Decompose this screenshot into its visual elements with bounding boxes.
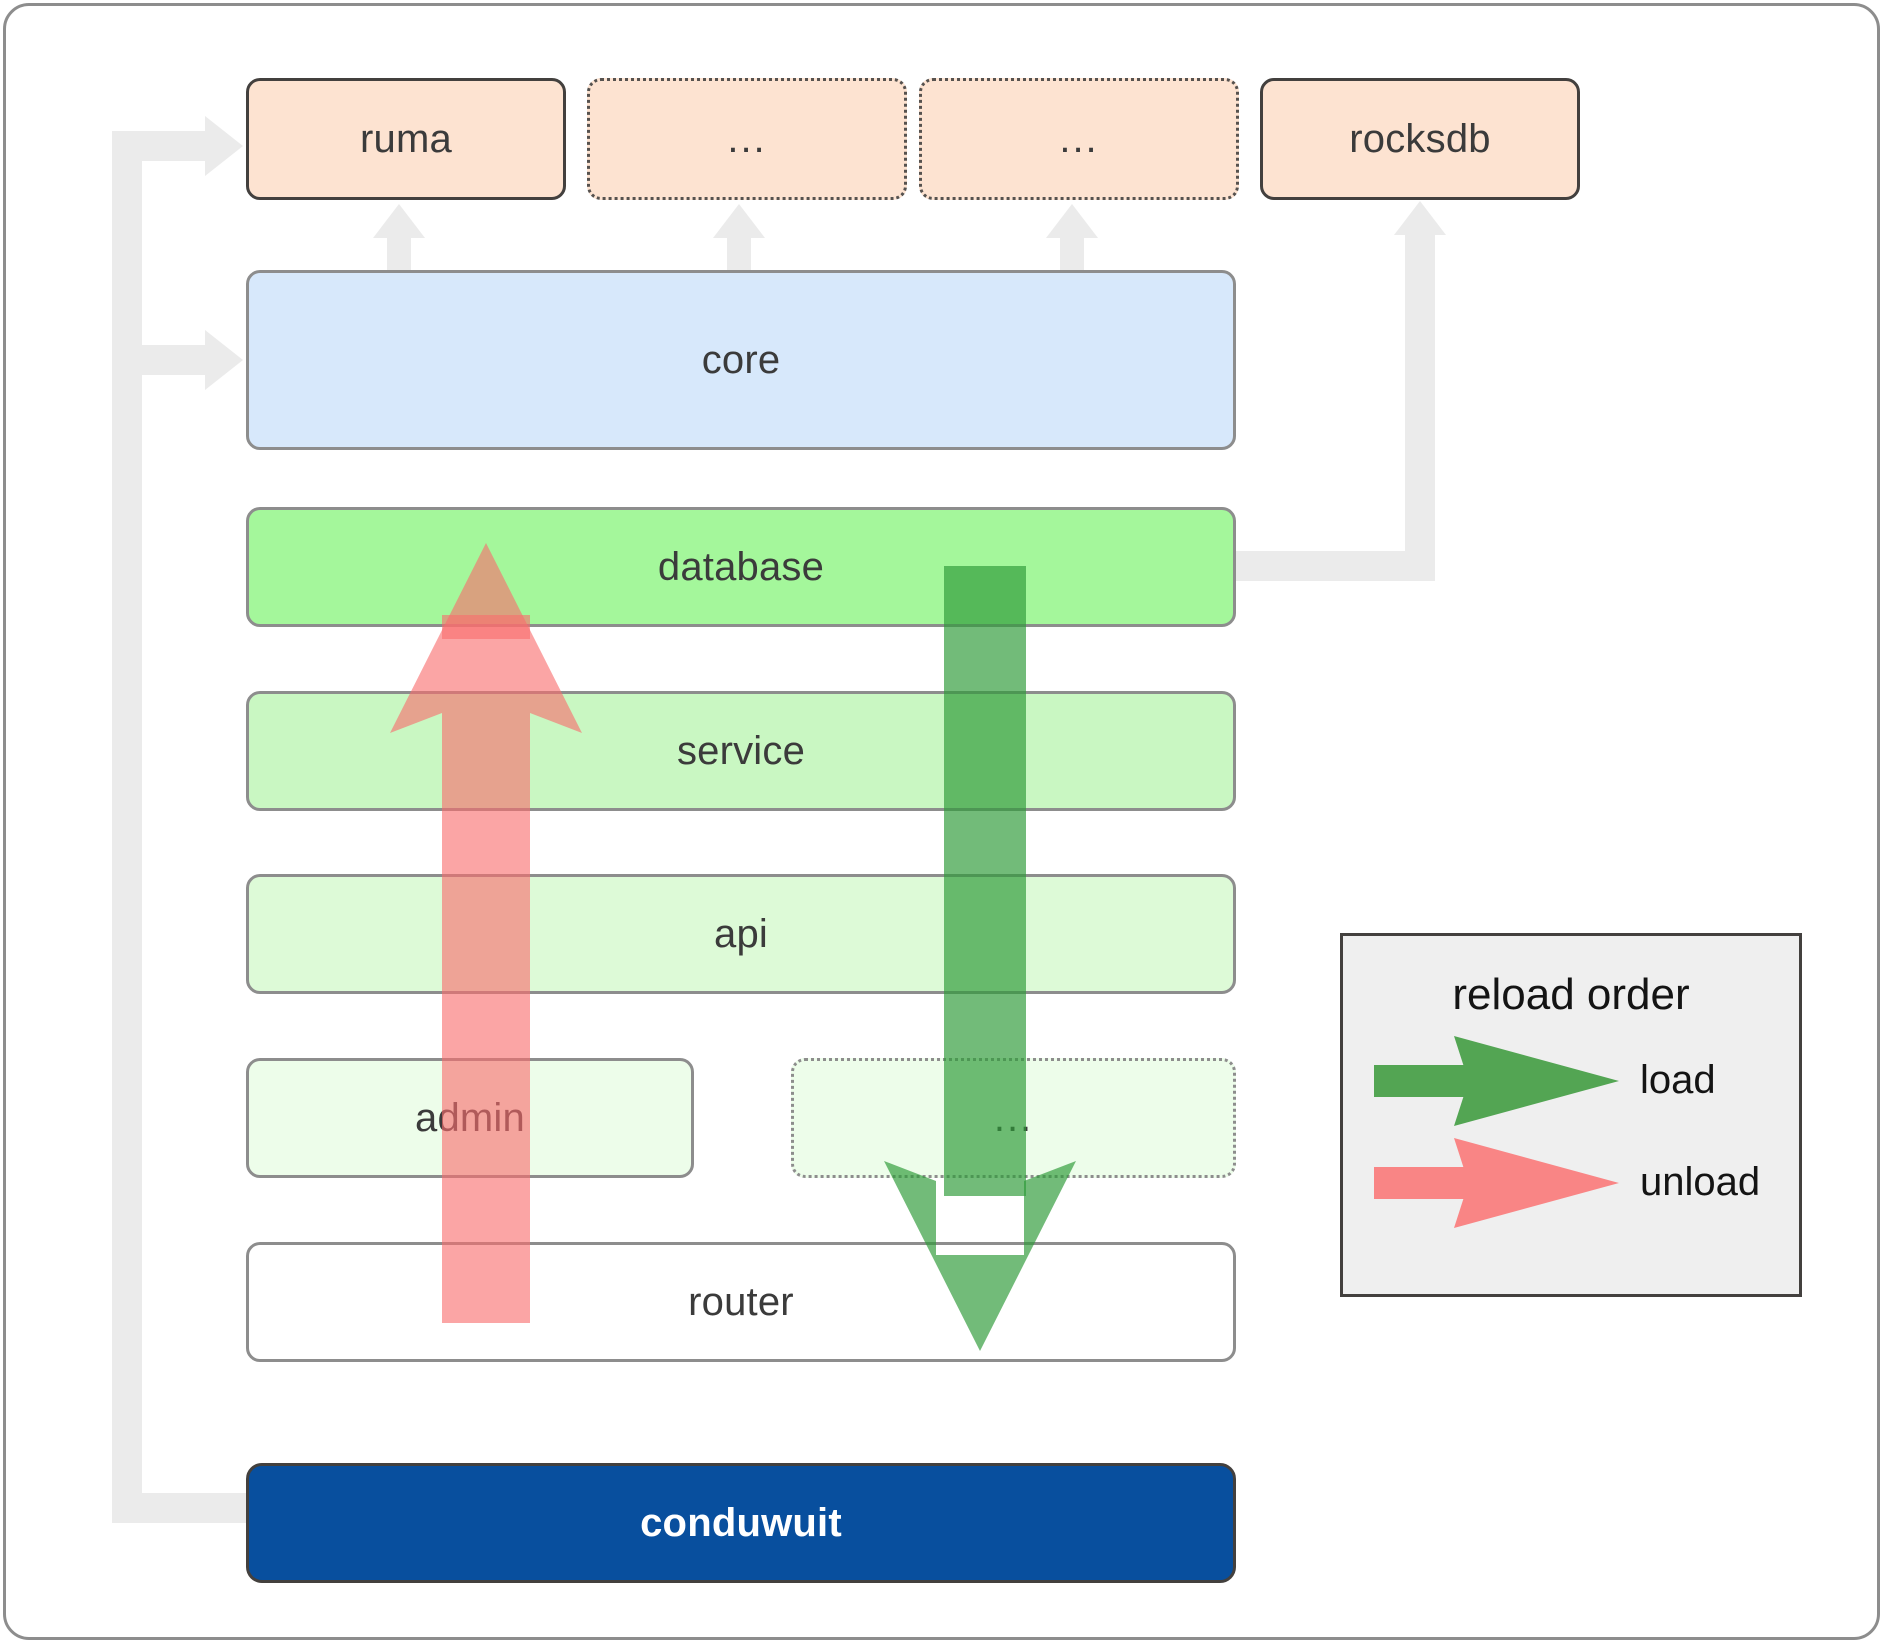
connector-conduwuit-to-spine [112,1493,247,1523]
node-service-label: service [676,728,806,773]
node-conduwuit-label: conduwuit [640,1500,842,1545]
node-router[interactable]: router [246,1242,1236,1362]
connector-core-to-ruma-head [373,204,425,238]
legend-label-unload: unload [1640,1160,1761,1204]
node-top-dots-2-label: ... [1059,117,1099,161]
connector-core-to-dots1-head [713,204,765,238]
node-router-label: router [688,1279,794,1324]
node-api-label: api [714,911,768,956]
node-conduwuit[interactable]: conduwuit [246,1463,1236,1583]
node-ruma[interactable]: ruma [246,78,566,200]
node-top-dots-1[interactable]: ... [587,78,907,200]
connector-core-to-dots2-shaft [1060,232,1084,274]
legend-arrow-load [1374,1036,1624,1126]
connector-arrow-rocksdb [1394,201,1446,235]
node-core[interactable]: core [246,270,1236,450]
connector-arrow-ruma [205,116,243,176]
node-database[interactable]: database [246,507,1236,627]
legend-title: reload order [1452,970,1690,1019]
connector-spine-to-core [112,345,217,375]
node-core-label: core [701,337,781,382]
connector-core-to-ruma-shaft [387,232,411,274]
connector-database-to-right [1230,551,1420,581]
node-rocksdb[interactable]: rocksdb [1260,78,1580,200]
legend-reload-order: reload order load unload [1340,933,1802,1297]
legend-label-load: load [1640,1058,1716,1102]
unload-arrow [386,543,586,1323]
node-top-dots-2[interactable]: ... [919,78,1239,200]
connector-arrow-core [205,330,243,390]
node-database-label: database [657,544,825,589]
connector-core-to-dots2-head [1046,204,1098,238]
connector-right-up-to-rocksdb [1405,232,1435,581]
node-top-dots-1-label: ... [727,117,767,161]
connector-spine-to-ruma [112,131,217,161]
node-api[interactable]: api [246,874,1236,994]
node-ruma-label: ruma [360,116,452,161]
connector-core-to-dots1-shaft [727,232,751,274]
legend-arrow-unload [1374,1138,1624,1228]
connector-left-spine [112,131,142,1523]
load-arrow [880,566,1080,1351]
node-rocksdb-label: rocksdb [1349,116,1491,161]
